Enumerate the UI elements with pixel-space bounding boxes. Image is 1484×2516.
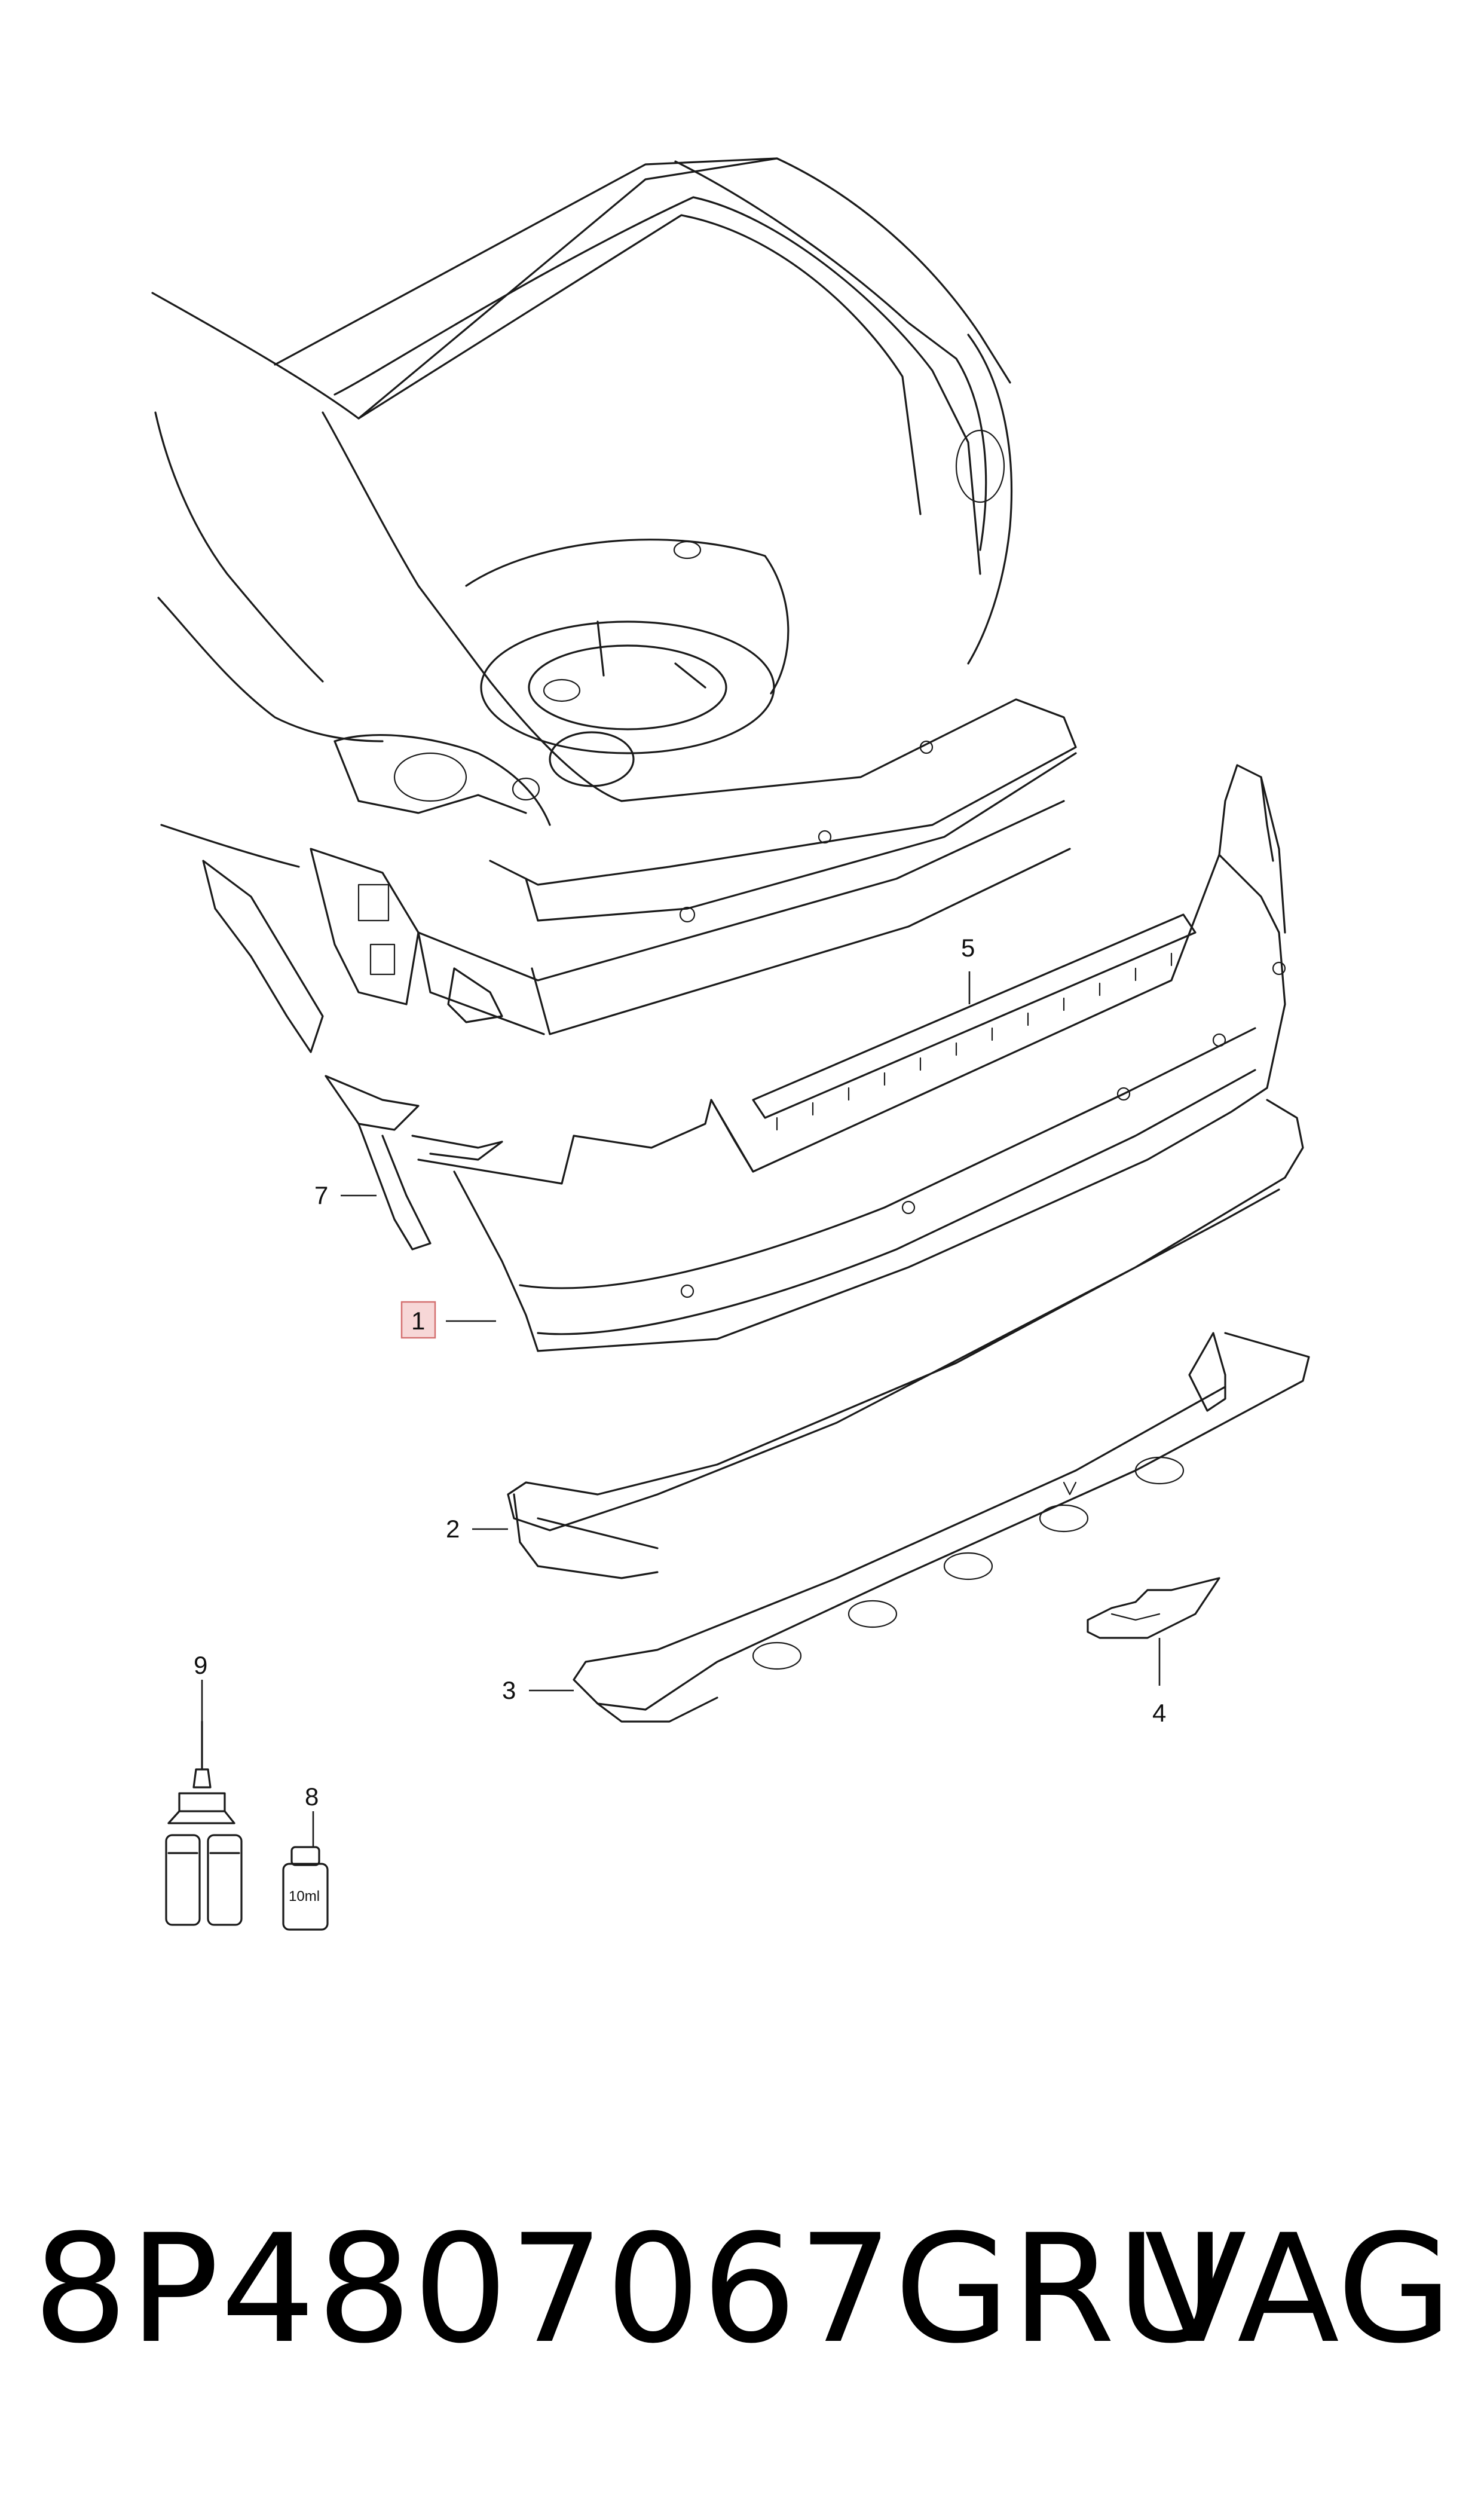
callout-1-highlight	[400, 1301, 436, 1339]
part-8-primer-bottle: 10ml	[282, 1846, 329, 1931]
callout-8: 8	[305, 1783, 319, 1811]
callout-leaders	[201, 971, 1161, 1847]
callout-7: 7	[314, 1181, 328, 1209]
callout-labels: 5 7 1 2 3 4 9 8	[194, 934, 1166, 1811]
callout-3: 3	[502, 1676, 516, 1704]
part-5-guide-strip	[752, 913, 1197, 1131]
callout-1: 1	[411, 1307, 425, 1335]
part-number: 8P4807067GRU	[33, 2202, 1227, 2376]
part-7-side-strip	[325, 1075, 503, 1251]
car-body-rear	[151, 157, 1077, 1053]
part-9-adhesive-cartridge	[165, 1720, 243, 1926]
callout-5: 5	[961, 934, 975, 962]
bottle-volume-label: 10ml	[289, 1888, 320, 1904]
part-4-bracket	[1087, 1577, 1220, 1639]
part-1-bumper-cover	[417, 764, 1286, 1352]
callout-4: 4	[1152, 1699, 1166, 1727]
part-3-diffuser	[573, 1332, 1310, 1723]
callout-2: 2	[446, 1515, 460, 1543]
callout-9: 9	[194, 1651, 207, 1679]
brand-label: VAG	[1145, 2202, 1453, 2376]
part-2-lower-trim	[507, 1099, 1304, 1579]
footer: 8P4807067GRU VAG	[0, 2200, 1484, 2379]
